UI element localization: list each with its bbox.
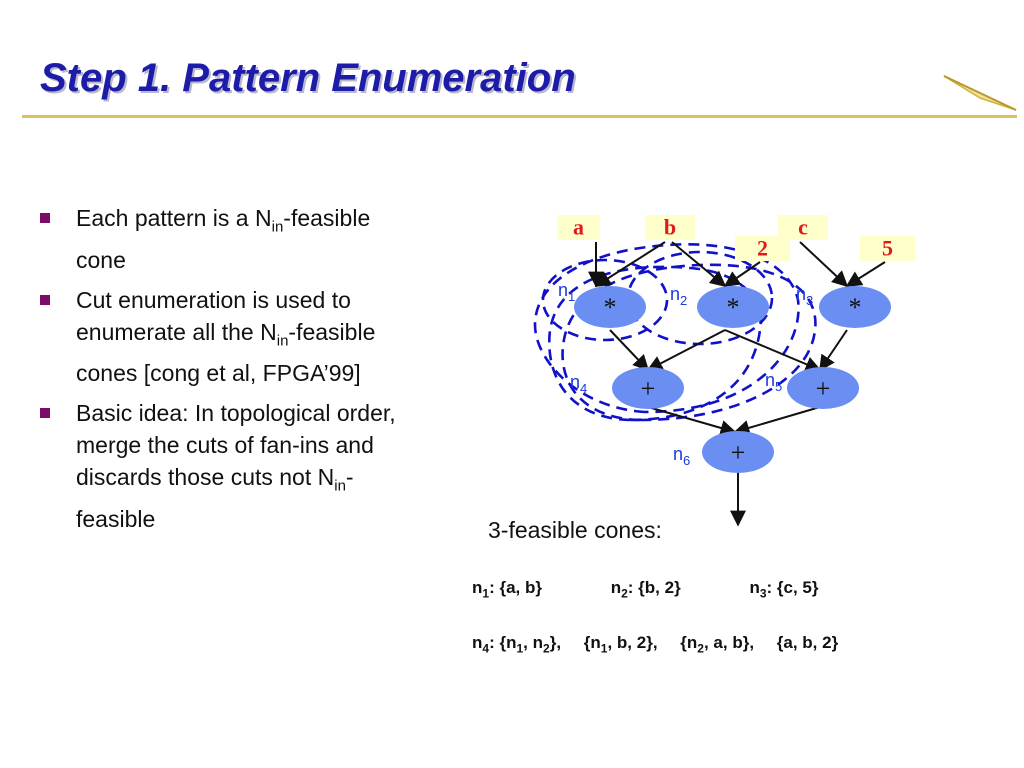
input-label: c: [798, 215, 808, 240]
operation-node: + n6: [673, 431, 774, 473]
bullet-marker-icon: [40, 408, 50, 419]
diagram-edge: [609, 329, 650, 372]
corner-decoration-icon: [943, 75, 1017, 111]
diagram-edge: [647, 406, 737, 436]
bullet-list: Each pattern is a Nin-feasible cone Cut …: [40, 202, 420, 543]
bullet-marker-icon: [40, 294, 50, 305]
node-operator: *: [849, 293, 862, 322]
diagram-edge: [819, 329, 848, 372]
node-operator: *: [604, 293, 617, 322]
diagram-nodes: *n1*n2*n3+n4+n5+n6: [558, 280, 891, 473]
cone-set: {n1, b, 2},: [583, 633, 658, 656]
cone-outline: [561, 263, 817, 422]
operation-node: *n3: [796, 284, 891, 328]
input-box: a: [557, 215, 600, 240]
operation-node: + n4: [570, 367, 684, 409]
input-label: a: [573, 215, 584, 240]
node-operator: +: [641, 374, 656, 403]
node-label: n2: [670, 284, 687, 308]
diagram-inputs: a b c 2 5: [557, 215, 915, 261]
bullet-item: Cut enumeration is used to enumerate all…: [40, 284, 420, 390]
bullet-item: Basic idea: In topological order, merge …: [40, 397, 420, 535]
input-box: 5: [860, 236, 915, 261]
node-operator: *: [727, 293, 740, 322]
node-label: n4: [570, 372, 587, 396]
diagram-edge: [733, 406, 821, 436]
input-label: 2: [757, 236, 768, 261]
diagram-edge: [723, 261, 761, 287]
cone-outline: [541, 258, 669, 342]
cones-caption: 3-feasible cones:: [488, 517, 662, 543]
diagram-edge: [724, 329, 822, 372]
operation-node: * n1: [558, 280, 646, 328]
diagram-edge: [671, 241, 727, 288]
cone-set: {a, b, 2}: [776, 633, 839, 652]
cone-entry: n1: {a, b}: [472, 578, 542, 601]
bullet-item: Each pattern is a Nin-feasible cone: [40, 202, 420, 276]
slide-title: Step 1. Pattern Enumeration: [40, 56, 576, 100]
bullet-marker-icon: [40, 213, 50, 223]
cone-set: {n1, n2},: [499, 633, 562, 656]
diagram-edge: [799, 241, 849, 288]
operation-node: * n2: [670, 284, 769, 328]
title-underline: [22, 115, 1017, 118]
cone-entry: n2: {b, 2}: [610, 578, 681, 601]
cone-entry: n3: {c, 5}: [749, 578, 819, 601]
node-label: n1: [558, 280, 575, 304]
diagram-edges: [588, 241, 886, 527]
cones-row-2: n4: {n1, n2}, {n1, b, 2}, {n2, a, b}, {a…: [472, 633, 838, 655]
input-label: 5: [882, 236, 893, 261]
input-box: 2: [735, 236, 790, 261]
cone-set: {n2, a, b},: [680, 633, 755, 656]
cone-outline: [547, 265, 762, 422]
diagram-edge: [646, 329, 726, 371]
input-label: b: [664, 215, 676, 240]
cones-row-1: n1: {a, b} n2: {b, 2} n3: {c, 5}: [472, 578, 819, 600]
diagram-edge: [594, 241, 666, 287]
input-box: c: [778, 215, 828, 240]
diagram-edge: [845, 261, 886, 287]
cone-node-label: n4:: [472, 633, 495, 656]
node-operator: +: [731, 438, 746, 467]
operation-node: +n5: [765, 367, 859, 409]
input-box: b: [645, 215, 695, 240]
node-operator: +: [816, 374, 831, 403]
node-label: n6: [673, 444, 690, 468]
